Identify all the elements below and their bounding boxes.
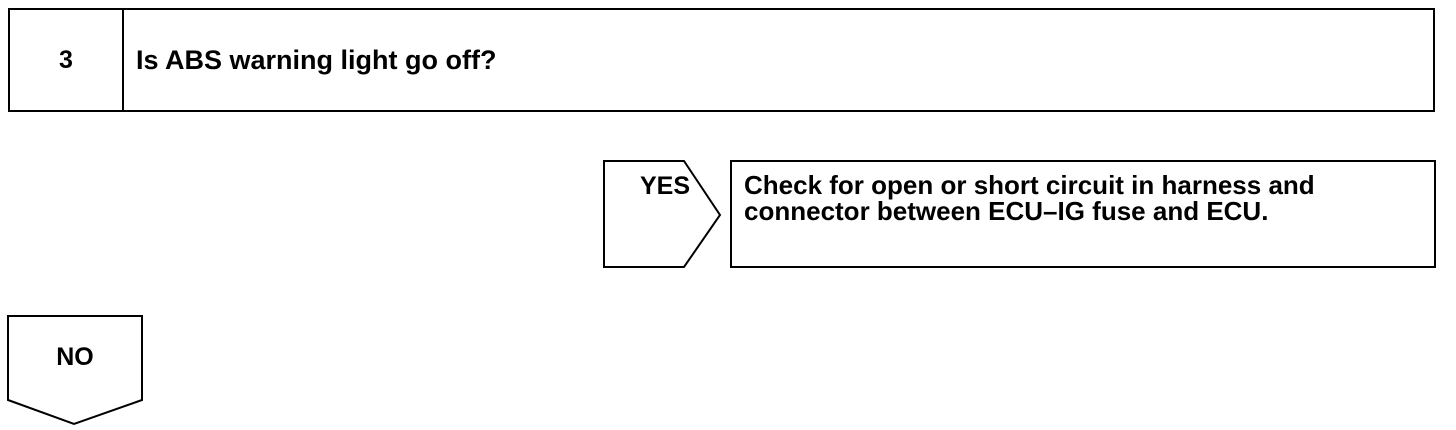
- yes-label: YES: [639, 172, 690, 200]
- yes-result-box: Check for open or short circuit in harne…: [730, 160, 1436, 268]
- step-box: 3 Is ABS warning light go off?: [8, 8, 1435, 112]
- step-number: 3: [10, 10, 124, 110]
- step-question: Is ABS warning light go off?: [136, 44, 497, 75]
- no-label: NO: [56, 343, 94, 371]
- yes-result-text: Check for open or short circuit in harne…: [744, 170, 1315, 226]
- yes-arrow-shape: [603, 160, 722, 268]
- no-arrow-shape: [7, 315, 143, 426]
